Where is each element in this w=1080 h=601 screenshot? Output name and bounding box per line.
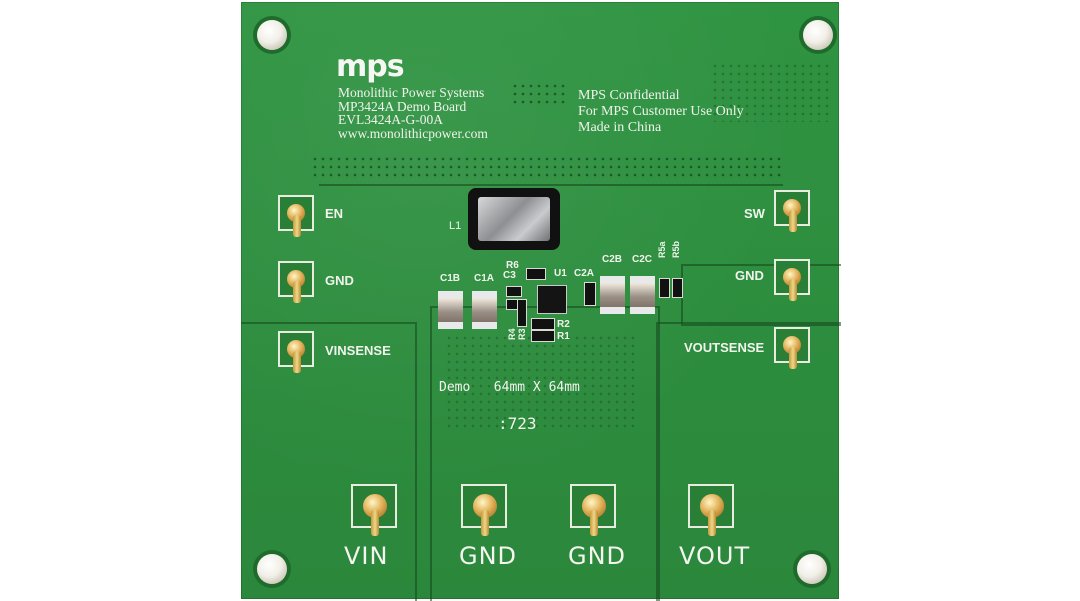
test-pin-gnd-right[interactable] (774, 259, 810, 301)
via-field-center (445, 334, 635, 432)
label-r6: R6 (506, 260, 519, 271)
capacitor-c2a (584, 282, 596, 306)
label-gnd-bottom-1: GND (459, 542, 518, 570)
test-pin-gnd-left[interactable] (278, 261, 314, 303)
resistor-r5a (659, 278, 670, 298)
info-right-line: For MPS Customer Use Only (578, 104, 744, 119)
label-c1a: C1A (474, 273, 495, 284)
mounting-standoff-bottom-left (257, 554, 287, 584)
label-c1b: C1B (440, 273, 461, 284)
resistor-r1 (531, 330, 555, 342)
board-size-text: Demo 64mm X 64mm (439, 380, 580, 395)
info-left-line: EVL3424A-G-00A (338, 112, 443, 127)
test-pin-post (293, 215, 301, 237)
label-c3: C3 (503, 270, 516, 281)
trace-right-block (656, 322, 841, 601)
test-pin-post (708, 510, 716, 536)
trace-left-block (241, 322, 417, 601)
test-pin-post (590, 510, 598, 536)
capacitor-c3 (506, 286, 522, 297)
label-l1: L1 (449, 220, 462, 232)
label-u1: U1 (554, 268, 567, 279)
mounting-standoff-top-left (257, 20, 287, 50)
mps-logo: mps (336, 49, 405, 84)
resistor-r6 (526, 268, 546, 280)
capacitor-c1b (438, 291, 463, 329)
info-left-line: Monolithic Power Systems (338, 85, 485, 100)
via-field-top (511, 82, 566, 106)
mounting-standoff-top-right (803, 20, 833, 50)
pcb-board: mps Monolithic Power Systems MP3424A Dem… (241, 2, 841, 601)
test-pin-gnd-bottom-2[interactable] (570, 484, 616, 536)
test-pin-voutsense[interactable] (774, 327, 810, 369)
mounting-standoff-bottom-right (797, 554, 827, 584)
label-c2c: C2C (632, 254, 653, 265)
resistor-r5b (672, 278, 683, 298)
test-pin-vinsense[interactable] (278, 331, 314, 373)
via-field-mid (311, 155, 781, 177)
label-r5b: R5b (671, 240, 681, 258)
test-pin-post (789, 279, 797, 301)
test-pin-post (293, 281, 301, 303)
board-code-text: :723 (498, 414, 537, 433)
ic-u1 (537, 285, 567, 314)
info-right-block: MPS Confidential For MPS Customer Use On… (578, 88, 744, 136)
label-r2: R2 (557, 319, 570, 330)
test-pin-gnd-bottom-1[interactable] (461, 484, 507, 536)
label-gnd-bottom-2: GND (568, 542, 627, 570)
test-pin-post (371, 510, 379, 536)
info-left-block: Monolithic Power Systems MP3424A Demo Bo… (338, 86, 488, 140)
inductor-core (478, 197, 550, 241)
label-c2a: C2A (574, 268, 595, 279)
label-gnd-right: GND (735, 268, 764, 283)
test-pin-post (293, 351, 301, 373)
info-left-line: www.monolithicpower.com (338, 125, 488, 141)
test-pin-post (789, 210, 797, 232)
label-r5a: R5a (657, 241, 667, 258)
info-right-line: MPS Confidential (578, 88, 680, 103)
capacitor-c2b (600, 276, 625, 314)
test-pin-sw[interactable] (774, 190, 810, 232)
label-r3: R3 (517, 328, 527, 340)
resistor-r2 (531, 318, 555, 330)
label-c2b: C2B (602, 254, 623, 265)
label-vinsense: VINSENSE (325, 343, 391, 358)
info-left-line: MP3424A Demo Board (338, 98, 467, 114)
inductor-l1 (468, 188, 560, 250)
label-gnd-left: GND (325, 273, 354, 288)
resistor-r3 (517, 299, 527, 327)
via-field-right (711, 62, 831, 122)
test-pin-post (481, 510, 489, 536)
label-r4: R4 (507, 328, 517, 340)
label-voutsense: VOUTSENSE (684, 340, 765, 355)
test-pin-post (789, 347, 797, 369)
trace-top (319, 184, 783, 206)
test-pin-en[interactable] (278, 195, 314, 237)
label-r1: R1 (557, 331, 570, 342)
label-en: EN (325, 206, 344, 221)
test-pin-vout[interactable] (688, 484, 734, 536)
test-pin-vin[interactable] (351, 484, 397, 536)
info-right-line: Made in China (578, 120, 662, 135)
capacitor-c1a (472, 291, 497, 329)
label-sw: SW (744, 206, 765, 221)
capacitor-c2c (630, 276, 655, 314)
label-vin: VIN (344, 542, 389, 570)
label-vout: VOUT (679, 542, 751, 570)
